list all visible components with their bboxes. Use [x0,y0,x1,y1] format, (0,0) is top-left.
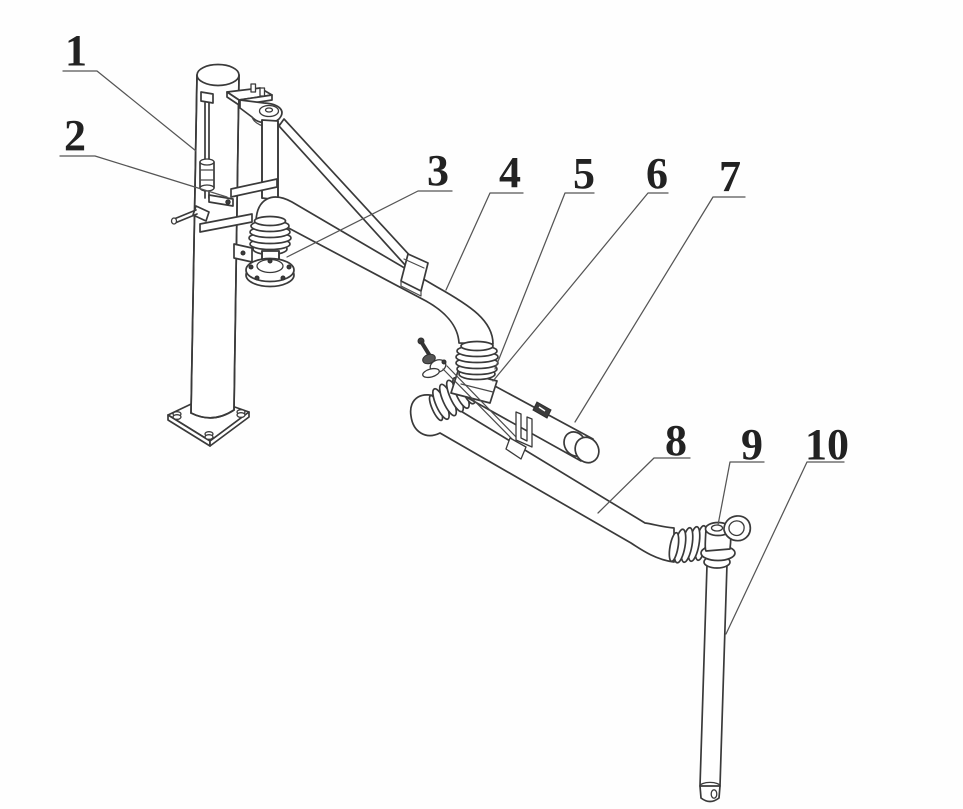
leader-line-8 [597,457,691,514]
leader-line-9 [717,461,765,526]
labels-layer: 1 2 3 4 5 6 7 8 9 10 [59,26,849,635]
riser-column [190,63,240,419]
part-number-label-7: 7 [719,152,741,201]
valve-assembly [417,337,533,460]
lower-arm-pipe [409,394,675,563]
u-bracket [515,411,533,448]
drop-tube [699,563,728,803]
part-number-label-8: 8 [665,416,687,465]
part-number-label-4: 4 [499,148,521,197]
leader-line-10 [725,461,845,635]
leader-line-4 [445,192,524,291]
part-number-label-5: 5 [573,149,595,198]
spring-balancer [170,91,234,225]
lower-bracket [199,213,253,233]
part-number-label-1: 1 [65,26,87,75]
valve-handle [420,341,432,358]
part-number-label-9: 9 [741,420,763,469]
outlet-swivel-joint [668,515,752,569]
linkage-rod [442,368,516,443]
leader-line-2 [59,155,228,198]
part-number-label-3: 3 [427,146,449,195]
spring-cylinder [199,161,215,189]
leader-line-1 [62,70,197,152]
part-number-label-10: 10 [805,420,849,469]
linkage-hook [505,437,527,460]
leader-line-5 [494,192,595,370]
cylinder-clamp [532,401,552,419]
part-number-label-6: 6 [646,149,668,198]
part-number-label-2: 2 [64,111,86,160]
upper-swivel-joint [455,340,499,381]
leader-line-7 [574,196,746,423]
balance-link-bar [278,118,429,297]
leader-line-3 [286,190,453,258]
inlet-swivel-and-flange [245,215,295,288]
top-bracket [226,83,283,128]
leader-line-6 [492,192,669,382]
riser-pipe [199,119,279,263]
